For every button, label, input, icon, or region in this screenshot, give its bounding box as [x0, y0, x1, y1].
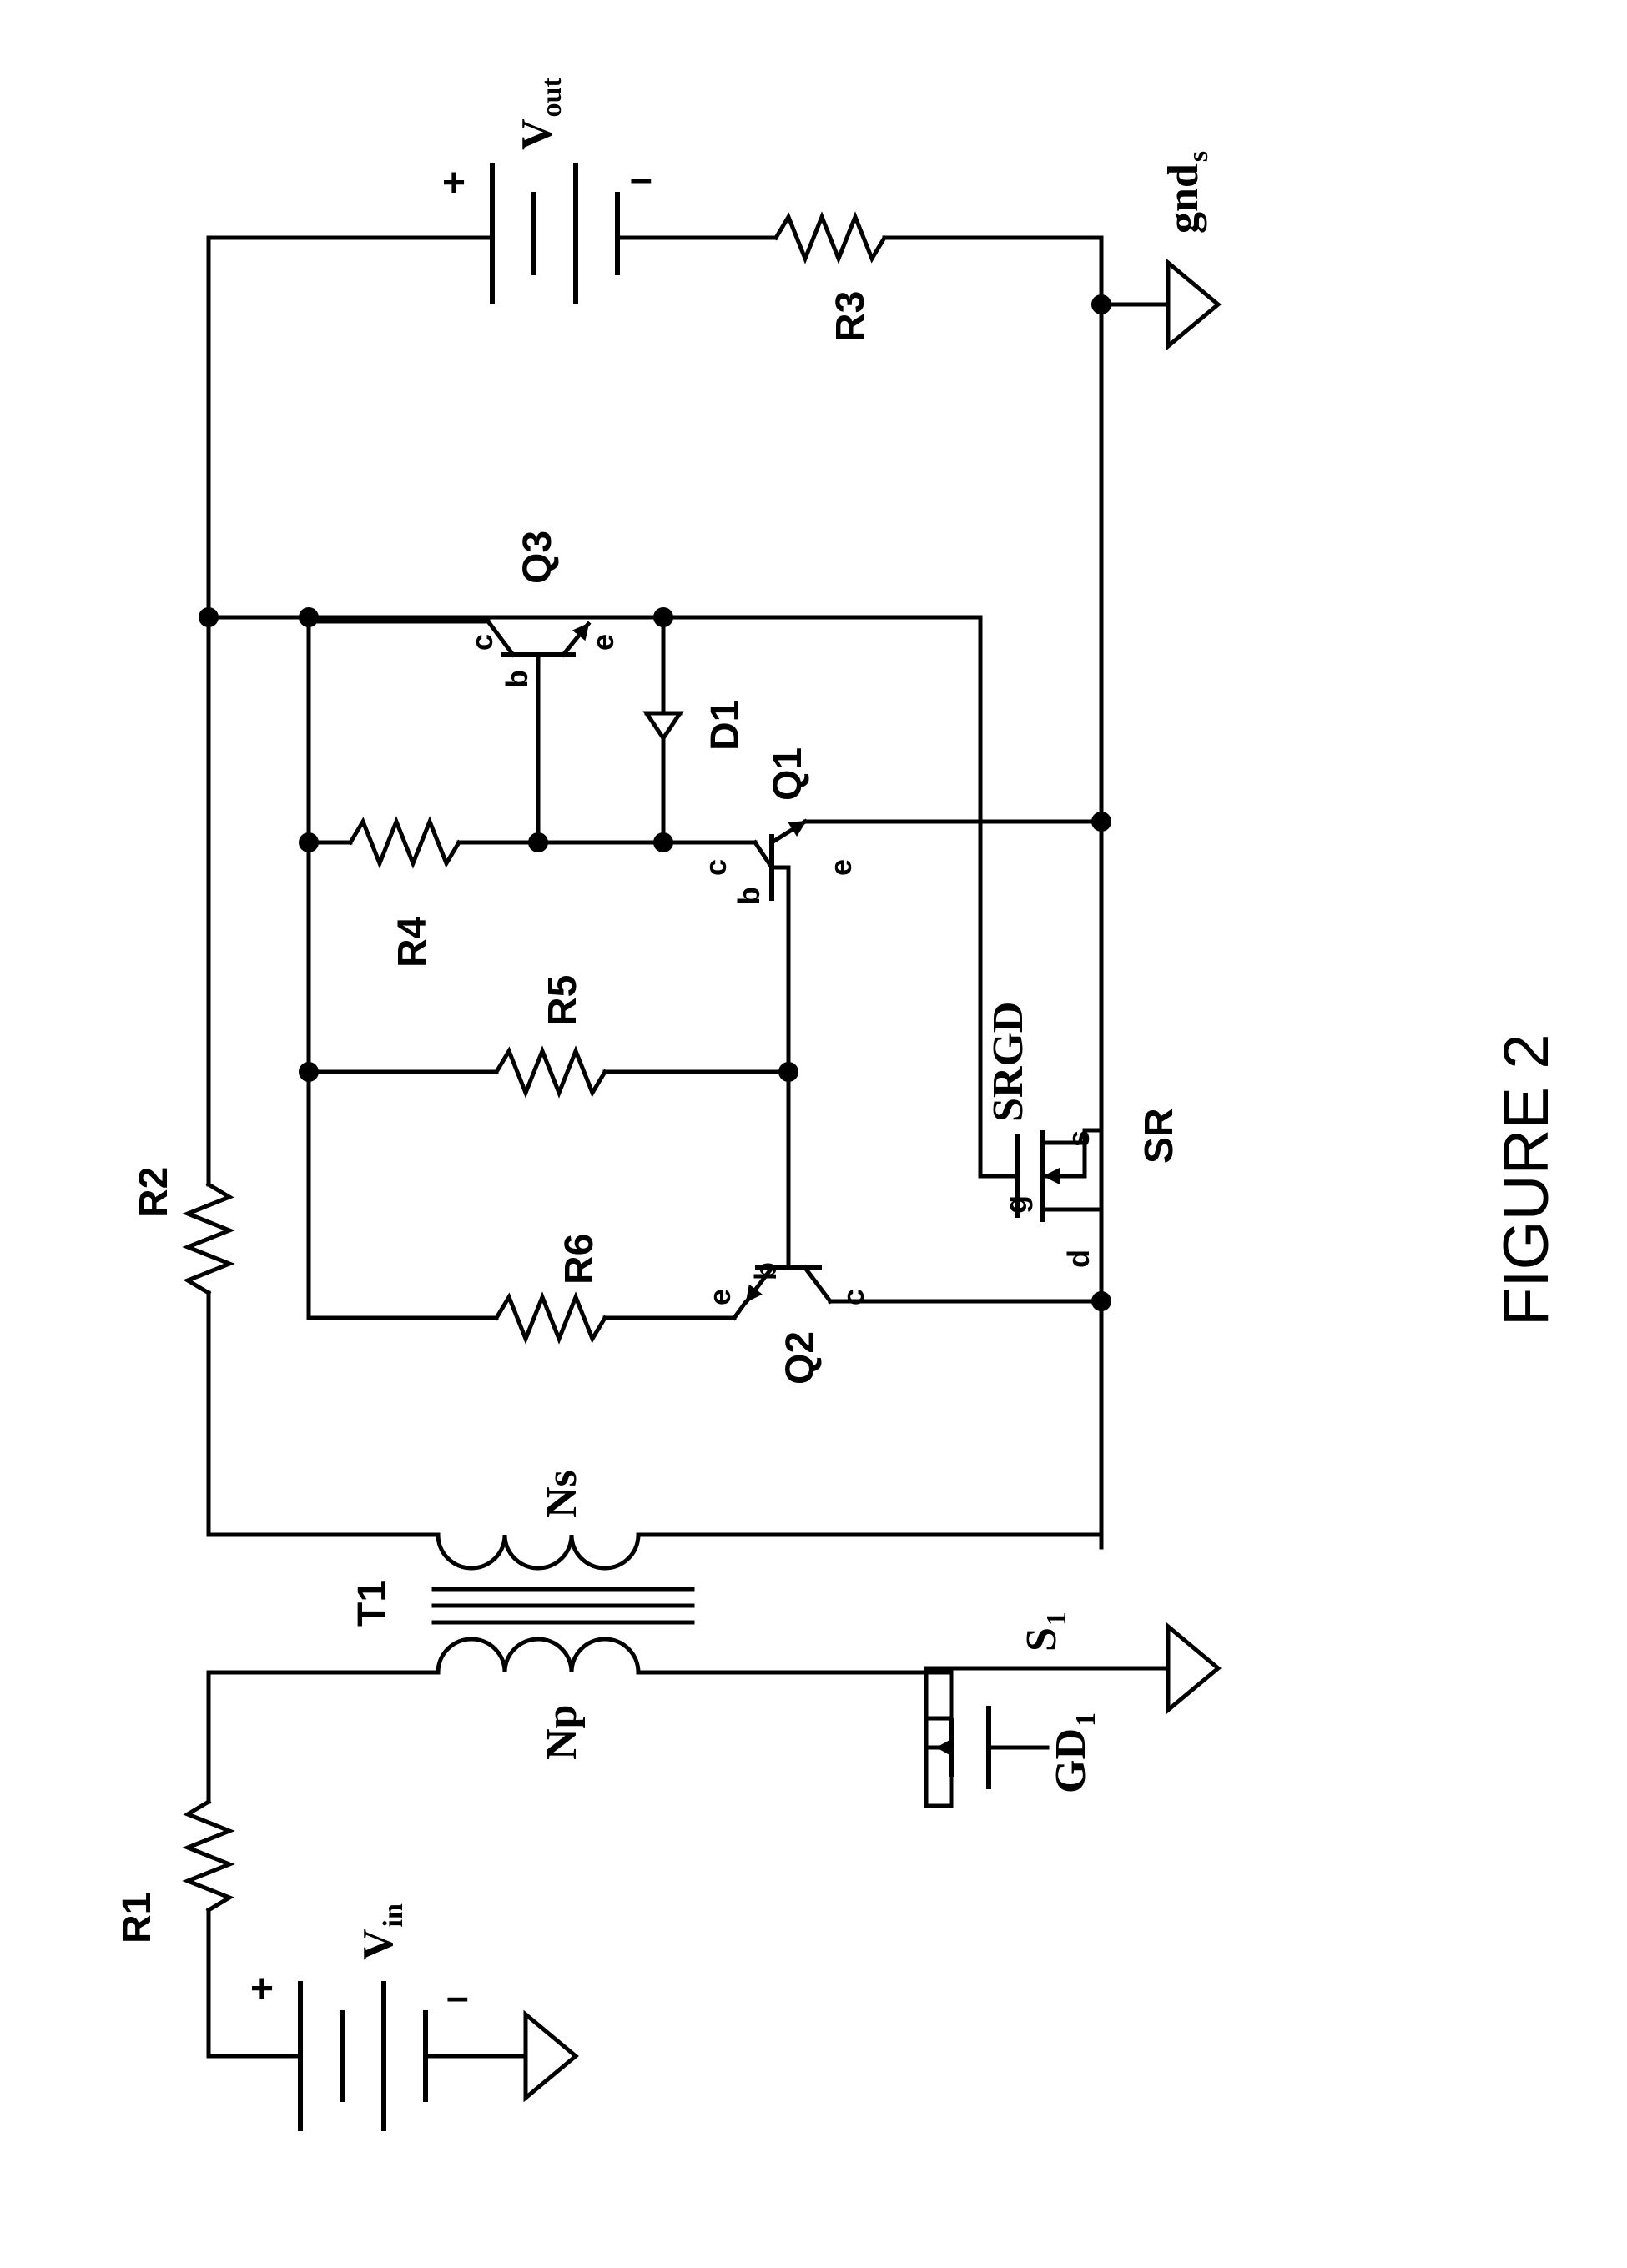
srgd-label: SRGD: [985, 1002, 1032, 1122]
q2-pin-c: c: [836, 1289, 870, 1305]
d1-label: D1: [703, 700, 748, 751]
r6-label: R6: [557, 1234, 602, 1285]
sr-label: SR: [1137, 1108, 1181, 1164]
q2-pin-e: e: [703, 1289, 737, 1305]
q3-label: Q3: [516, 531, 560, 584]
vout-plus: +: [442, 161, 466, 205]
np-label: Np: [538, 1705, 586, 1760]
vin-minus: –: [446, 1975, 469, 2019]
t1-label: T1: [350, 1580, 395, 1627]
r5-label: R5: [541, 975, 585, 1026]
q1-label: Q1: [766, 747, 810, 801]
q2-pin-b: b: [748, 1262, 783, 1280]
q3-pin-e: e: [586, 634, 620, 651]
sr-pin-s: s: [1061, 1130, 1096, 1147]
q1-pin-c: c: [698, 859, 733, 876]
q2-label: Q2: [778, 1331, 823, 1385]
vout-minus: –: [630, 157, 652, 201]
r4-label: R4: [390, 916, 435, 968]
q3-pin-b: b: [500, 670, 534, 688]
r3-label: R3: [829, 291, 873, 342]
figure-title: FIGURE 2: [1491, 1034, 1562, 1327]
ns-label: Ns: [538, 1470, 586, 1518]
r2-label: R2: [132, 1167, 176, 1218]
vin-plus: +: [250, 1967, 274, 2011]
r1-label: R1: [115, 1893, 159, 1944]
q1-pin-b: b: [732, 887, 766, 905]
q1-pin-e: e: [824, 859, 858, 876]
sr-pin-g: g: [999, 1195, 1033, 1214]
sr-pin-d: d: [1061, 1250, 1096, 1268]
q3-pin-c: c: [465, 634, 499, 651]
